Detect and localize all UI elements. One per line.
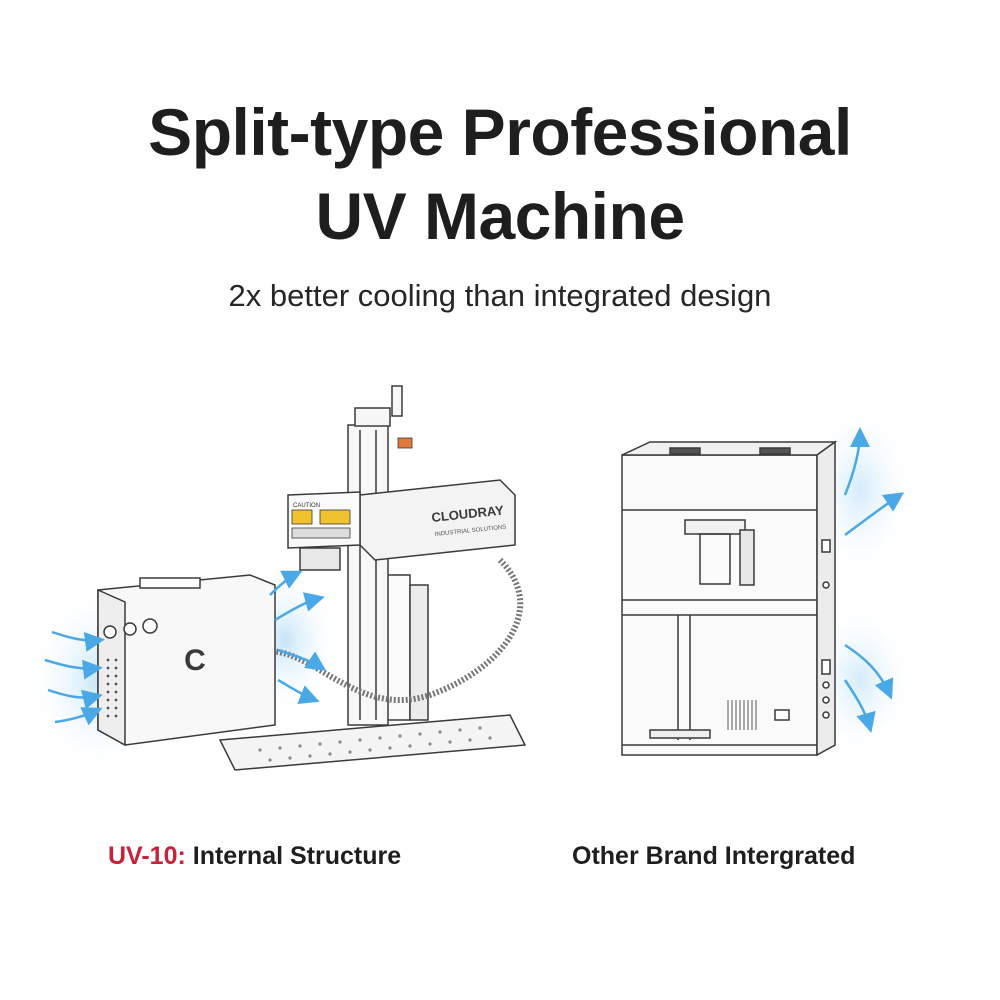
airflow-arrows-in — [44, 630, 105, 726]
headline-line-1: Split-type Professional — [148, 95, 852, 169]
left-caption-text: Internal Structure — [185, 842, 402, 870]
laser-head: CLOUDRAY INDUSTRIAL SOLUTIONS CAUTION — [287, 479, 516, 571]
airflow-arrows-out — [269, 570, 327, 704]
chiller-logo-icon: C — [184, 644, 206, 677]
airflow-arrows — [843, 427, 905, 733]
integrated-machine-illustration — [621, 410, 915, 760]
caution-label: CAUTION — [293, 503, 320, 509]
model-name: UV-10: — [108, 842, 186, 870]
work-table — [218, 714, 527, 771]
split-type-machine-illustration: CLOUDRAY INDUSTRIAL SOLUTIONS CAUTION C — [30, 385, 527, 775]
left-caption: UV-10: Internal Structure — [108, 838, 401, 874]
right-caption: Other Brand Intergrated — [572, 842, 856, 870]
headline-line-2: UV Machine — [315, 179, 685, 253]
chiller-unit: C — [97, 574, 276, 747]
vertical-column — [347, 385, 413, 726]
fiber-cable — [243, 557, 524, 703]
integrated-enclosure — [621, 440, 838, 757]
subheadline: 2x better cooling than integrated design — [228, 278, 772, 313]
